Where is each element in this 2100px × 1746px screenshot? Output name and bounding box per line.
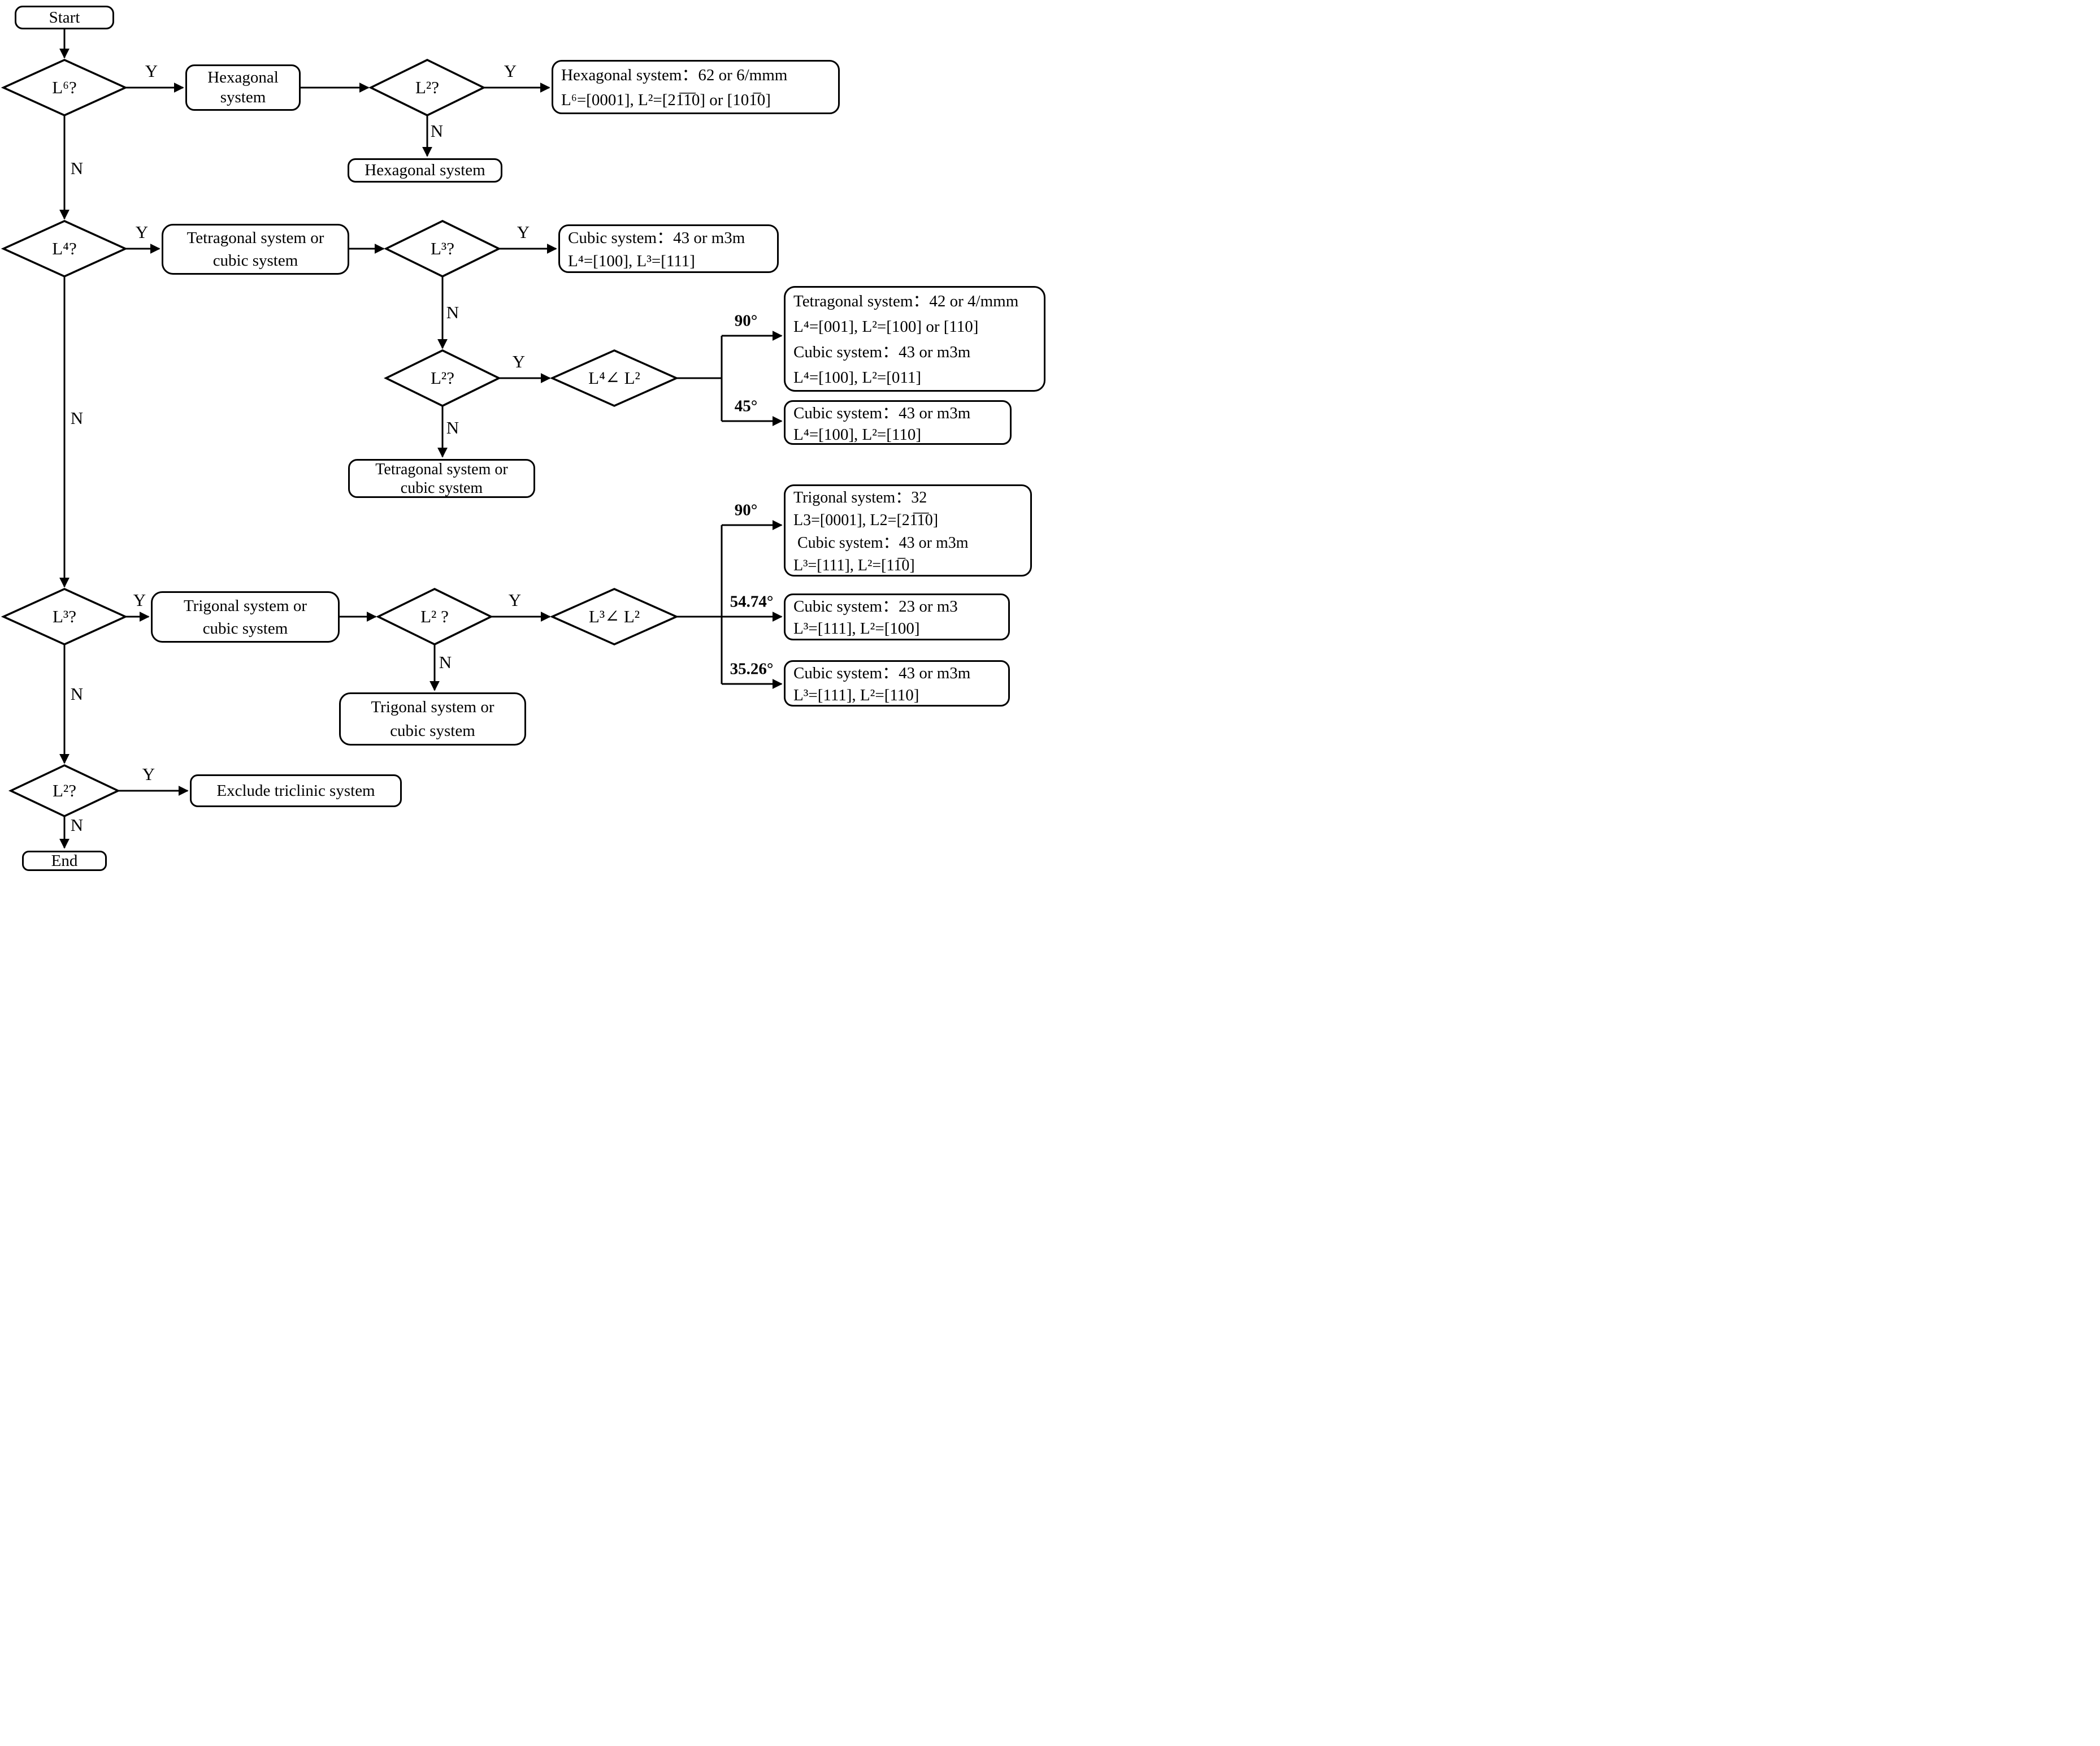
flow-edges (59, 29, 783, 849)
diamond-l6-shape (1, 59, 128, 116)
box-tetragonal-or-cubic-n: Tetragonal system or cubic system (348, 459, 535, 498)
end-label: End (51, 851, 78, 870)
decision-l3-angle-l2-label: L³∠ L² (588, 606, 640, 626)
diamond-l4-angle-l2-shape (549, 349, 679, 407)
edge-label-yes: Y (135, 222, 149, 242)
box-hexagonal-system: Hexagonal system (185, 64, 301, 111)
decision-l3-row2-label: L³? (431, 239, 454, 258)
edge-label-yes: Y (512, 352, 526, 371)
decision-diamonds (1, 59, 679, 817)
edge-label-yes: Y (145, 61, 158, 81)
diamond-l3-angle-l2-shape (549, 588, 679, 645)
flow-connectors (1, 29, 783, 849)
diamond-l2-row3-shape (376, 588, 493, 645)
decision-l2-row4-label: L²? (53, 781, 76, 800)
diamond-l2-row2-shape (384, 349, 501, 407)
start-label: Start (49, 8, 80, 27)
edge-label-yes: Y (142, 764, 155, 784)
decision-l2-row3-label: L² ? (420, 606, 449, 626)
start-node: Start (15, 6, 114, 29)
box-trigonal-or-cubic: Trigonal system or cubic system (151, 591, 340, 643)
result-cubic-43-3526deg: Cubic system：43 or m3m L³=[111], L²=[110… (784, 660, 1010, 707)
box-tetragonal-or-cubic: Tetragonal system or cubic system (162, 224, 349, 275)
result-cubic-43-45deg: Cubic system：43 or m3m L⁴=[100], L²=[110… (784, 400, 1012, 445)
end-node: End (22, 851, 107, 871)
edge-label-no: N (70, 408, 84, 428)
edge-label-3526deg: 35.26° (730, 660, 774, 678)
edge-label-90deg: 90° (734, 311, 758, 330)
edge-label-yes: Y (504, 61, 517, 81)
diamond-l2-row4-shape (8, 764, 121, 817)
result-trigonal-32: Trigonal system：32 L3=[0001], L2=[21̅1̅0… (784, 484, 1032, 577)
decision-l4-label: L⁴? (52, 239, 77, 258)
result-tetragonal-42: Tetragonal system：42 or 4/mmm L⁴=[001], … (784, 286, 1045, 392)
edge-label-yes: Y (517, 222, 530, 242)
edge-label-no: N (70, 815, 84, 835)
edge-label-90deg: 90° (734, 501, 758, 519)
edge-label-no: N (70, 158, 84, 178)
flowchart-canvas: Start End Hexagonal system Hexagonal sys… (0, 0, 1050, 873)
edge-label-no: N (70, 684, 84, 704)
edge-label-no: N (446, 418, 459, 437)
decision-l3-row3-label: L³? (53, 606, 76, 626)
result-hexagonal-62: Hexagonal system：62 or 6/mmm L⁶=[0001], … (552, 60, 840, 114)
decision-l6-label: L⁶? (52, 77, 77, 97)
edge-label-no: N (446, 302, 459, 322)
result-cubic-43-l4l3: Cubic system：43 or m3m L⁴=[100], L³=[111… (558, 224, 779, 273)
box-trigonal-or-cubic-n: Trigonal system or cubic system (339, 692, 526, 746)
decision-l2-row1-label: L²? (415, 77, 439, 97)
result-cubic-23: Cubic system：23 or m3 L³=[111], L²=[100] (784, 593, 1010, 640)
decision-l2-row2-label: L²? (431, 368, 454, 388)
edge-label-no: N (430, 121, 444, 141)
box-exclude-triclinic: Exclude triclinic system (190, 774, 402, 807)
edge-label-yes: Y (133, 590, 146, 610)
diamond-l3-row2-shape (384, 220, 501, 278)
diamond-l4-shape (1, 220, 128, 278)
diamond-l2-row1-shape (368, 59, 486, 116)
diamond-l3-row3-shape (1, 588, 128, 645)
edge-label-45deg: 45° (734, 397, 758, 415)
edge-label-yes: Y (508, 590, 522, 610)
decision-l4-angle-l2-label: L⁴∠ L² (588, 368, 640, 388)
box-hexagonal-system-n: Hexagonal system (348, 158, 502, 183)
edge-label-no: N (439, 652, 452, 672)
edge-label-5474deg: 54.74° (730, 592, 774, 611)
